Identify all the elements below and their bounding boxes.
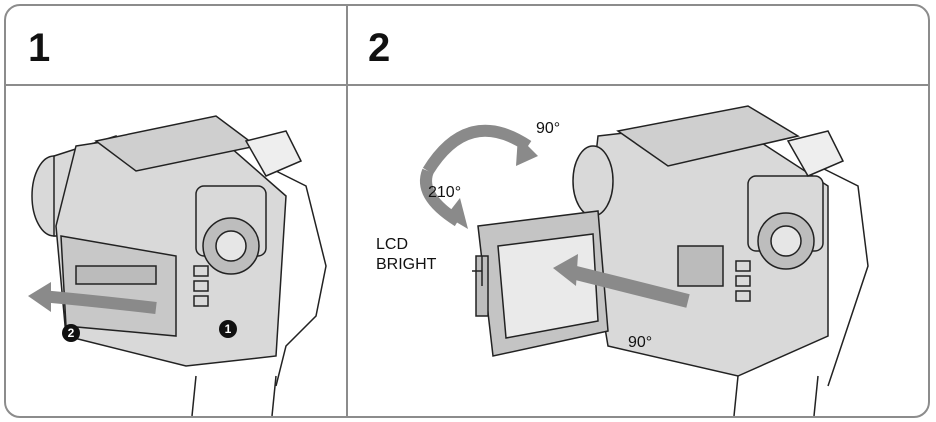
step-1-panel: 2 1	[6, 86, 346, 416]
angle-left-label: 210°	[428, 184, 462, 201]
angle-bottom-label: 90°	[628, 334, 653, 351]
panel-divider	[346, 6, 348, 416]
camcorder-side-illustration	[28, 115, 327, 416]
lcd-bright-label-line1: LCD	[376, 236, 409, 253]
lcd-bright-label-line2: BRIGHT	[376, 256, 437, 273]
header-strip	[6, 6, 928, 86]
instruction-frame: 1 2	[4, 4, 930, 418]
angle-top-label: 90°	[536, 120, 561, 137]
step-1-marker-2: 2	[62, 324, 80, 342]
camcorder-lcd-open-illustration	[420, 105, 869, 416]
step-2-number: 2	[368, 26, 391, 70]
step-2-panel: 90° 210° 90° LCD BRIGHT	[348, 86, 928, 416]
step-1-number: 1	[28, 26, 51, 70]
step-1-marker-1: 1	[219, 320, 237, 338]
